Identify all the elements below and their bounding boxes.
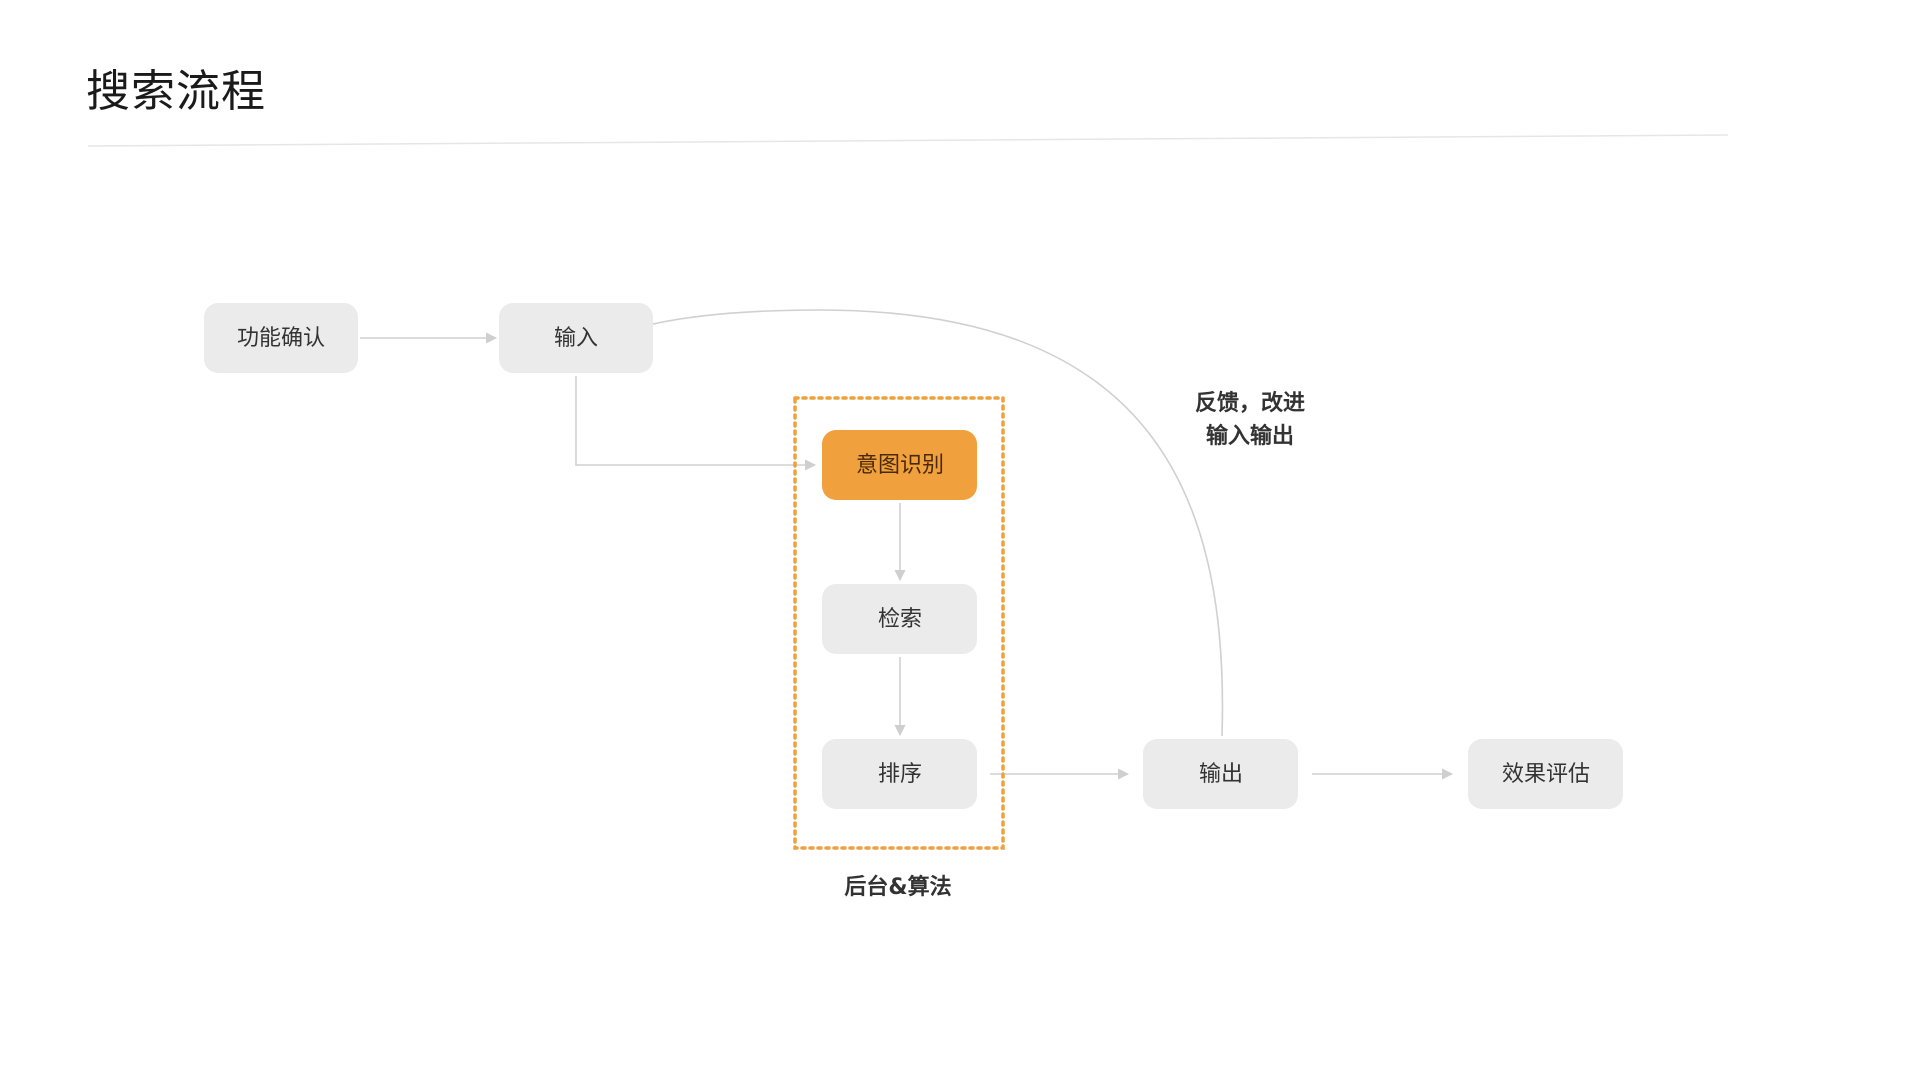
feedback-note-line1: 反馈，改进	[1195, 390, 1305, 416]
group-label: 后台&算法	[844, 874, 951, 900]
node-output-label: 输出	[1199, 762, 1243, 787]
feedback-note-line2: 输入输出	[1206, 423, 1294, 449]
edge-feedback-curve	[652, 309, 1224, 737]
node-ranking-label: 排序	[878, 762, 922, 787]
node-function-confirm[interactable]: 功能确认	[204, 303, 358, 373]
node-retrieval[interactable]: 检索	[822, 584, 977, 654]
node-effect-evaluation[interactable]: 效果评估	[1468, 739, 1623, 809]
connectors	[360, 309, 1454, 780]
node-output[interactable]: 输出	[1143, 739, 1298, 809]
node-input-label: 输入	[554, 326, 598, 351]
title-divider	[87, 134, 1729, 147]
page-title: 搜索流程	[86, 66, 266, 117]
node-intent-recognition-label: 意图识别	[856, 453, 944, 478]
node-intent-recognition[interactable]: 意图识别	[822, 430, 977, 500]
node-function-confirm-label: 功能确认	[237, 326, 325, 351]
node-effect-evaluation-label: 效果评估	[1502, 762, 1590, 787]
node-ranking[interactable]: 排序	[822, 739, 977, 809]
edge-input-to-intent	[575, 376, 817, 471]
backend-algorithm-group	[793, 396, 1005, 850]
node-retrieval-label: 检索	[878, 607, 922, 632]
node-input[interactable]: 输入	[499, 303, 653, 373]
